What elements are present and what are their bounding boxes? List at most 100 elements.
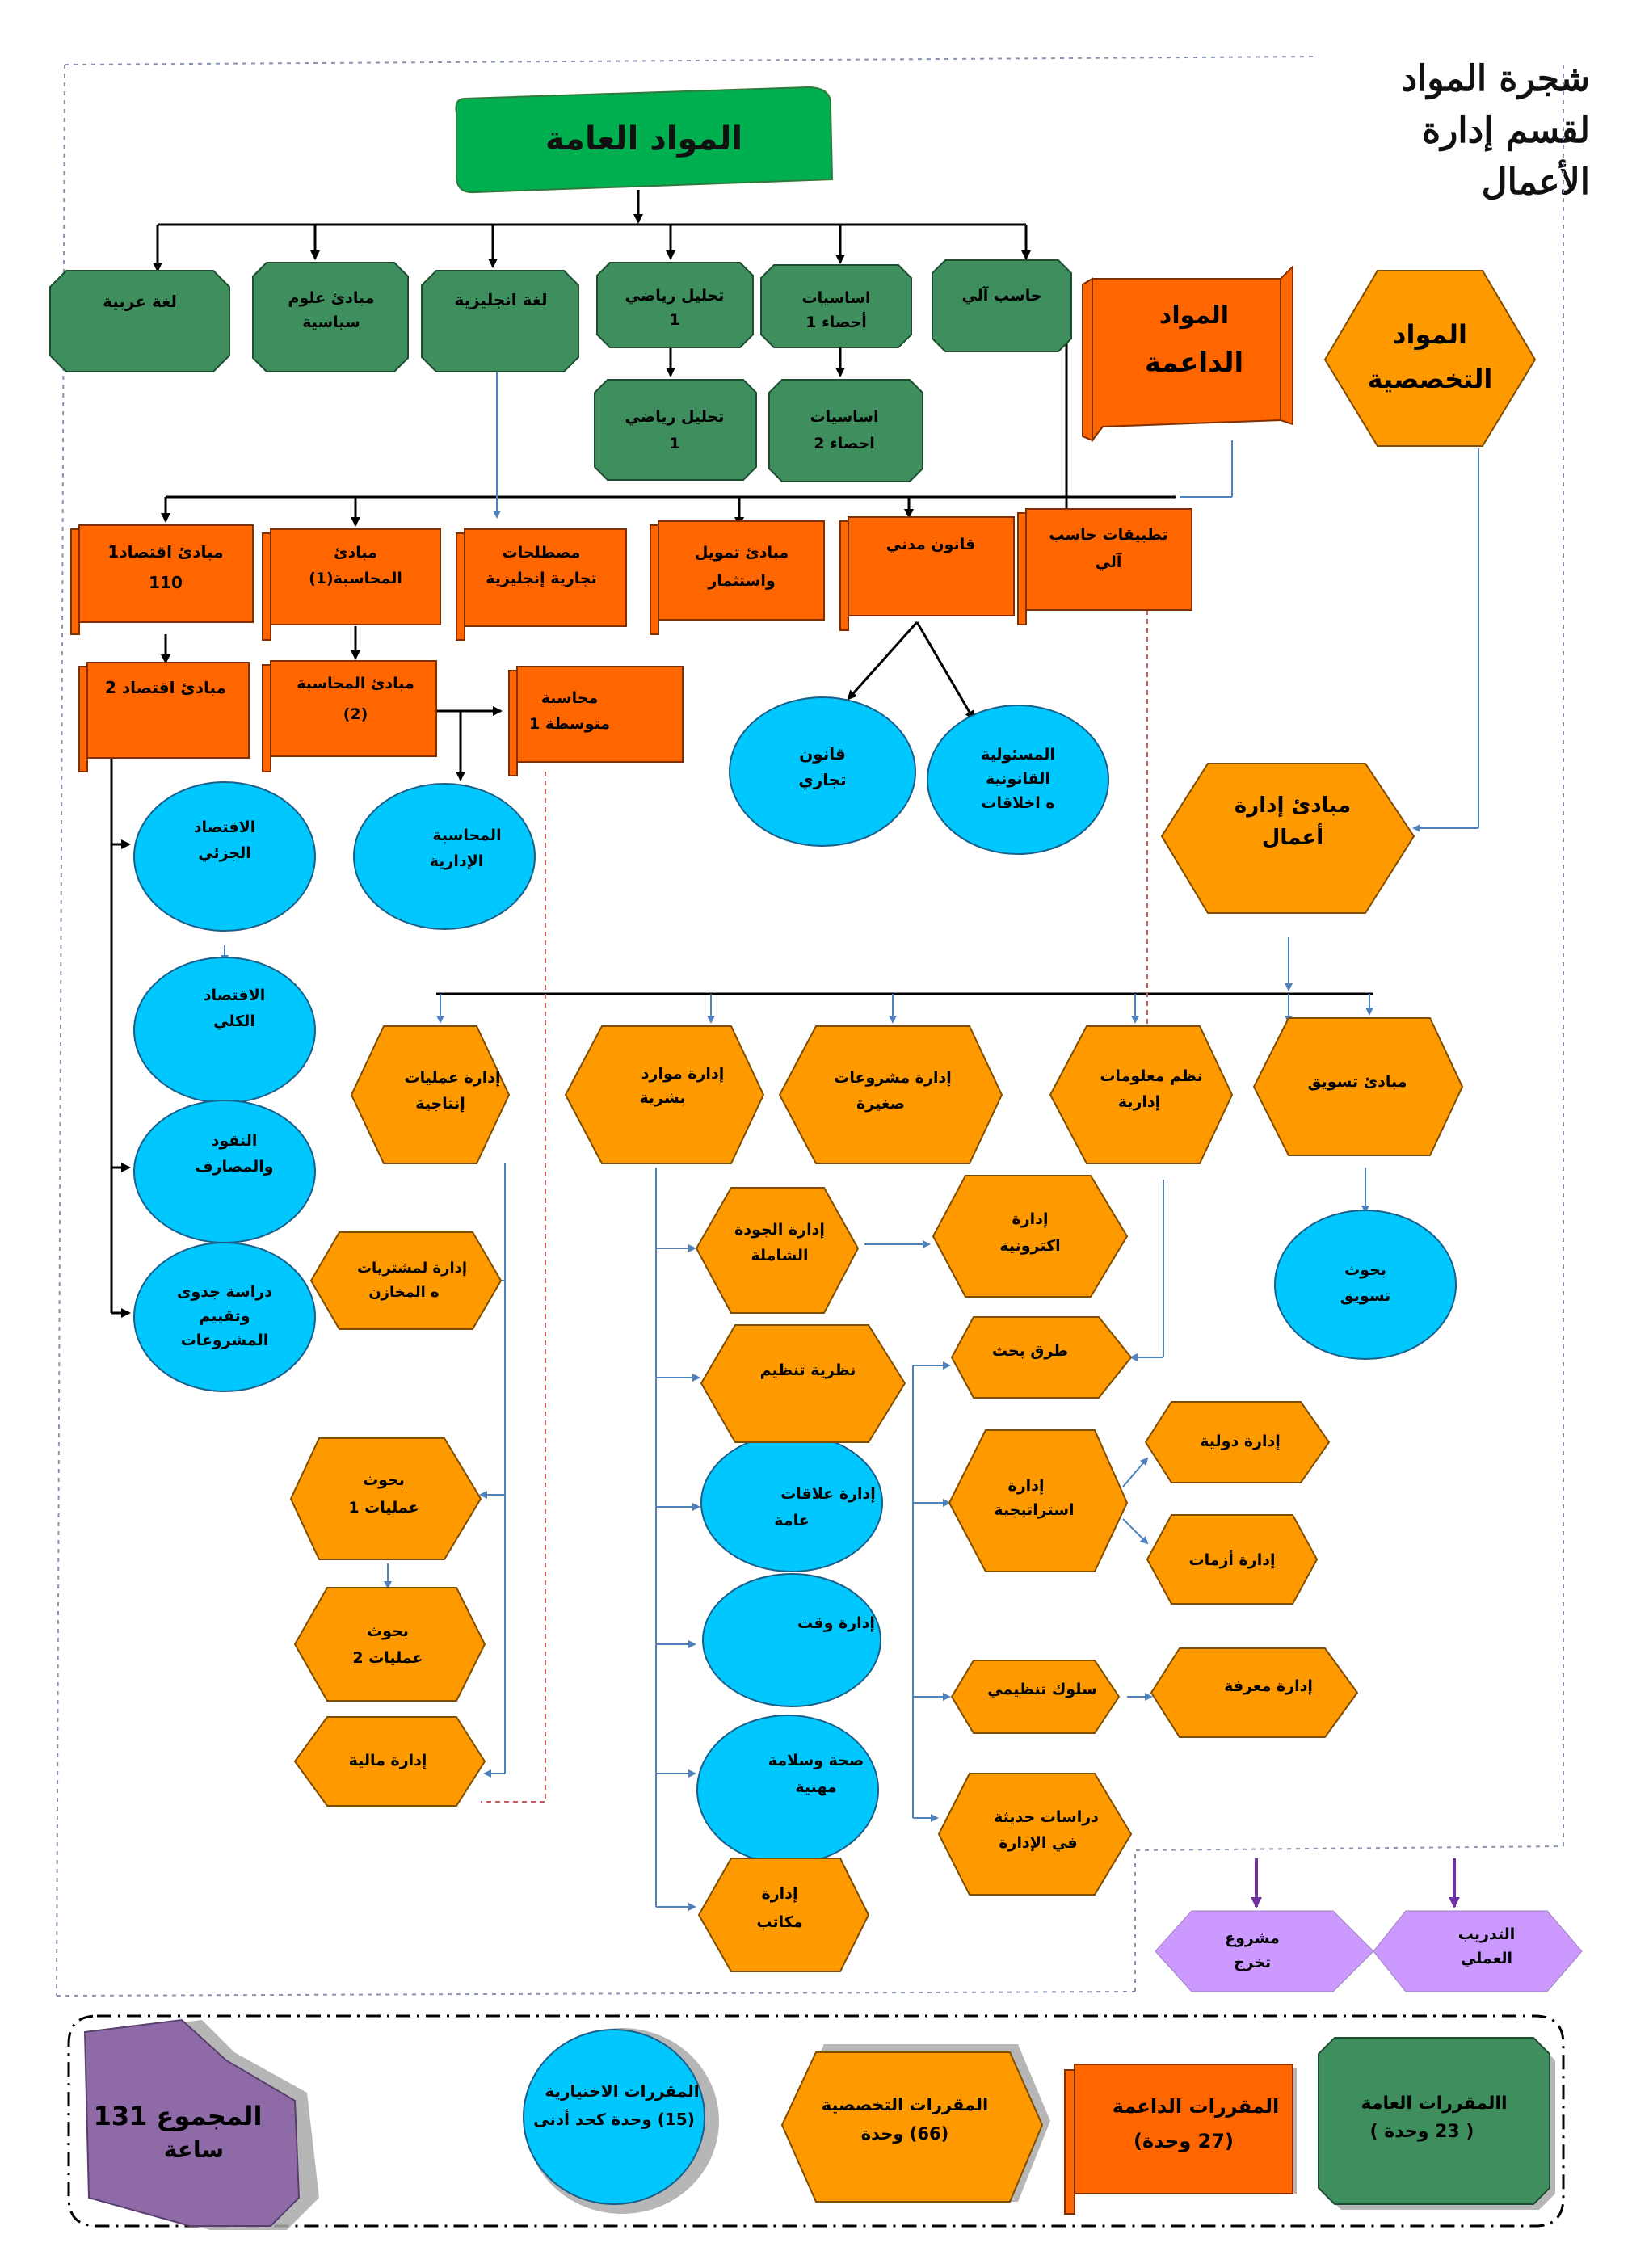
svg-text:اساسيات: اساسيات xyxy=(802,289,871,307)
svg-text:إدارة لمشتريات: إدارة لمشتريات xyxy=(357,1260,467,1277)
svg-text:واستثمار: واستثمار xyxy=(707,572,775,590)
legend-electives: المقررات الاختيارية (15) وحدة كحد أدنى xyxy=(523,2028,719,2214)
specialized-purchasing-warehousing: إدارة لمشتريات ه المخازن xyxy=(309,1231,503,1330)
svg-text:إدارة عمليات: إدارة عمليات xyxy=(404,1069,500,1087)
svg-text:إدارة وقت: إدارة وقت xyxy=(797,1614,875,1632)
purple-arrows xyxy=(1251,1858,1460,1908)
specialized-organization-theory: نظرية تنظيم xyxy=(700,1324,906,1443)
legend-general: االمقررات العامة ( 23 وحدة ) xyxy=(1318,2037,1555,2210)
svg-text:بحوث: بحوث xyxy=(363,1471,405,1489)
svg-text:إدارية: إدارية xyxy=(1118,1093,1160,1111)
supporting-course-econ-1: مبادئ اقتصاد1 110 xyxy=(70,524,254,635)
svg-text:إدارة: إدارة xyxy=(762,1885,798,1903)
supporting-course-computer-applications: تطبيقات حاسب آلي xyxy=(1017,508,1192,625)
elective-managerial-accounting: المحاسبة الإدارية xyxy=(353,783,536,930)
svg-text:تجارية إنجليزية: تجارية إنجليزية xyxy=(486,570,597,587)
svg-text:المحاسبة: المحاسبة xyxy=(432,827,501,844)
svg-text:إدارة الجودة: إدارة الجودة xyxy=(734,1221,825,1239)
svg-text:إدارة: إدارة xyxy=(1012,1210,1049,1228)
svg-text:احصاء 2: احصاء 2 xyxy=(814,435,875,452)
svg-text:إدارة أزمات: إدارة أزمات xyxy=(1189,1550,1276,1569)
svg-text:الكلي: الكلي xyxy=(213,1012,255,1030)
svg-text:المسئولية: المسئولية xyxy=(981,746,1055,764)
outer-dashed-frame xyxy=(56,56,1564,1997)
supporting-course-accounting-1: مبادئ المحاسبة(1) xyxy=(262,528,441,641)
svg-text:الجزئي: الجزئي xyxy=(198,844,251,862)
general-banner-label: المواد العامة xyxy=(545,120,742,158)
svg-text:العملي: العملي xyxy=(1461,1950,1512,1967)
svg-text:عامة: عامة xyxy=(774,1512,809,1530)
specialized-tqm: إدارة الجودة الشاملة xyxy=(695,1187,860,1314)
elective-time-management: إدارة وقت xyxy=(702,1573,881,1707)
svg-text:إدارة علاقات: إدارة علاقات xyxy=(780,1485,876,1503)
general-course-statistics-2: اساسيات احصاء 2 xyxy=(768,379,923,482)
svg-text:في الإدارة: في الإدارة xyxy=(999,1834,1077,1852)
svg-text:التدريب: التدريب xyxy=(1458,1925,1516,1943)
specialized-strategic-management: إدارة استراتيجية xyxy=(948,1429,1129,1572)
svg-text:والمصارف: والمصارف xyxy=(195,1158,273,1176)
svg-text:استراتيجية: استراتيجية xyxy=(994,1501,1074,1519)
svg-text:آلي: آلي xyxy=(1096,552,1122,571)
general-course-political-science: مبادئ علوم سياسية xyxy=(252,262,409,372)
svg-text:مبادئ اقتصاد1: مبادئ اقتصاد1 xyxy=(107,542,223,562)
elective-feasibility-study: دراسة جدوى وتقييم المشروعات xyxy=(133,1242,316,1392)
svg-text:تحليل رياضي: تحليل رياضي xyxy=(625,287,725,305)
svg-text:مبادئ اقتصاد 2: مبادئ اقتصاد 2 xyxy=(105,678,226,697)
svg-text:مكاتب: مكاتب xyxy=(756,1913,802,1931)
supporting-materials-header: المواد الداعمة xyxy=(1082,264,1293,443)
supporting-course-civil-law: قانون مدني xyxy=(839,516,1015,631)
specialized-office-management: إدارة مكاتب xyxy=(697,1858,870,1972)
svg-text:المقررات الداعمة: المقررات الداعمة xyxy=(1113,2095,1279,2118)
specialized-production-operations: إدارة عمليات إنتاجية xyxy=(350,1025,511,1164)
svg-text:بحوث: بحوث xyxy=(367,1622,409,1640)
svg-text:إدارة: إدارة xyxy=(1008,1477,1045,1495)
elective-microeconomics: الاقتصاد الجزئي xyxy=(133,781,316,932)
svg-text:ه اخلاقات: ه اخلاقات xyxy=(981,794,1054,812)
svg-text:عمليات 2: عمليات 2 xyxy=(352,1649,423,1667)
svg-text:( 23 وحدة ): ( 23 وحدة ) xyxy=(1370,2122,1474,2142)
svg-text:بحوث: بحوث xyxy=(1344,1261,1386,1279)
svg-text:ه المخازن: ه المخازن xyxy=(368,1284,439,1301)
svg-text:االمقررات العامة: االمقررات العامة xyxy=(1361,2093,1507,2114)
svg-text:الاقتصاد: الاقتصاد xyxy=(194,818,255,836)
svg-text:إدارة مالية: إدارة مالية xyxy=(349,1752,427,1769)
svg-text:تسويق: تسويق xyxy=(1340,1287,1391,1305)
svg-text:مبادئ علوم: مبادئ علوم xyxy=(288,289,374,307)
svg-text:أعمال: أعمال xyxy=(1262,823,1323,850)
svg-text:الداعمة: الداعمة xyxy=(1145,347,1243,379)
svg-text:المجموع 131: المجموع 131 xyxy=(94,2101,263,2131)
legend-frame xyxy=(67,2014,1565,2228)
specialized-materials-header: المواد التخصصية xyxy=(1323,270,1537,447)
svg-text:تحليل رياضي: تحليل رياضي xyxy=(625,408,725,426)
elective-occupational-safety: صحة وسلامة مهنية xyxy=(696,1715,879,1865)
title-line-2: لقسم إدارة xyxy=(1422,110,1590,151)
title-line-3: الأعمال xyxy=(1481,162,1590,203)
svg-text:المشروعات: المشروعات xyxy=(181,1332,269,1349)
svg-text:تطبيقات حاسب: تطبيقات حاسب xyxy=(1049,526,1167,544)
svg-text:لغة انجليزية: لغة انجليزية xyxy=(454,290,547,309)
svg-text:(66) وحدة: (66) وحدة xyxy=(861,2124,948,2144)
svg-text:تجاري: تجاري xyxy=(798,770,846,790)
specialized-modern-studies: دراسات حديثة في الإدارة xyxy=(937,1773,1133,1896)
svg-text:ساعة: ساعة xyxy=(164,2136,224,2163)
specialized-financial-management: إدارة مالية xyxy=(293,1716,486,1807)
blue-connector-lines xyxy=(221,372,1479,1911)
title-line-1: شجرة المواد xyxy=(1401,58,1590,99)
elective-legal-responsibility: المسئولية القانونية ه اخلاقات xyxy=(927,705,1109,855)
svg-text:النقود: النقود xyxy=(212,1132,258,1150)
svg-text:حاسب آلي: حاسب آلي xyxy=(961,285,1041,305)
svg-text:(15) وحدة كحد أدنى: (15) وحدة كحد أدنى xyxy=(533,2108,695,2129)
svg-text:نظرية تنظيم: نظرية تنظيم xyxy=(760,1361,856,1379)
svg-text:المقررات الاختيارية: المقررات الاختيارية xyxy=(545,2081,699,2101)
general-course-computer: حاسب آلي xyxy=(932,259,1072,352)
svg-text:صحة وسلامة: صحة وسلامة xyxy=(768,1752,864,1769)
svg-text:مبادئ إدارة: مبادئ إدارة xyxy=(1235,793,1351,818)
svg-text:الشاملة: الشاملة xyxy=(751,1247,808,1264)
general-course-statistics-1: اساسيات أحصاء 1 xyxy=(760,264,912,348)
svg-text:دراسة جدوى: دراسة جدوى xyxy=(177,1283,272,1301)
svg-text:اكترونية: اكترونية xyxy=(999,1237,1060,1255)
svg-text:اساسيات: اساسيات xyxy=(810,408,879,426)
elective-marketing-research: بحوث تسويق xyxy=(1274,1210,1457,1360)
svg-text:سلوك تنظيمي: سلوك تنظيمي xyxy=(987,1681,1097,1698)
